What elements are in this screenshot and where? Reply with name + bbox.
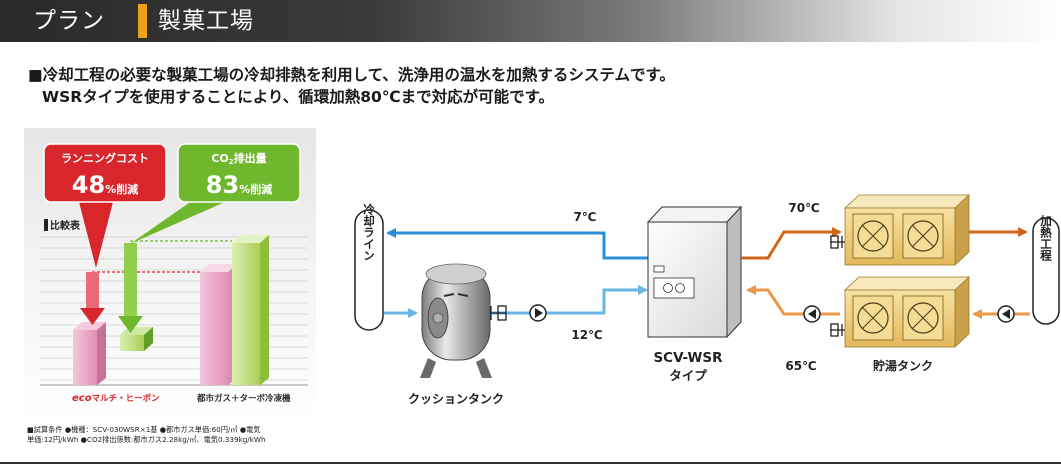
unit-name: SCV-WSR — [653, 350, 723, 366]
heating-process-label: 加熱工程 — [1039, 214, 1053, 262]
co2-down-arrow — [118, 243, 143, 333]
conditions-line-2: 単価:12円/kWh ●CO2排出係数:都市ガス2.28kg/㎥、電気0.339… — [27, 435, 266, 444]
cushion-tank — [420, 263, 492, 378]
header-tag: プラン — [33, 8, 105, 34]
cost-down-arrow — [80, 272, 105, 325]
valve-icon-bottom — [830, 323, 845, 337]
cooling-line-node: 冷却ライン — [354, 202, 384, 331]
bar-eco-co2 — [120, 327, 153, 351]
chart-title: 比較表 — [50, 219, 81, 232]
scv-wsr-unit — [646, 205, 743, 339]
valve-icon-top — [830, 235, 845, 249]
storage-tank-top — [843, 194, 971, 266]
pump-icon-hot — [803, 305, 821, 323]
legend-eco-label: ecoマルチ・ヒーポン — [72, 393, 160, 404]
pump-icon — [529, 304, 547, 322]
header-band: プラン 製菓工場 — [0, 0, 1061, 42]
description-line-2: WSRタイプを使用することにより、循環加熱80℃まで対応が可能です。 — [42, 88, 555, 106]
co2-callout: CO2排出量 83%削減 — [130, 143, 301, 244]
pipe-hot-out-70c — [741, 230, 804, 260]
storage-tank-label: 貯湯タンク — [873, 358, 933, 373]
pipe-return-65c — [746, 285, 840, 316]
temp-65c: 65℃ — [785, 359, 816, 373]
header-accent-bar — [138, 4, 147, 38]
storage-tank-bottom — [843, 276, 971, 348]
description: ■冷却工程の必要な製菓工場の冷却排熱を利用して、洗浄用の温水を加熱するシステムで… — [28, 64, 675, 108]
page-title: 製菓工場 — [158, 8, 254, 34]
co2-label: CO2排出量 — [211, 151, 266, 166]
pipe-tank-to-unit-12c — [492, 285, 648, 315]
conditions-line-1: ■試算条件 ●機種：SCV-030WSR×1基 ●都市ガス単価:60円/㎥ ●電… — [27, 425, 261, 434]
pipe-supply-7c — [386, 228, 652, 260]
heating-process-node: 加熱工程 — [1032, 214, 1060, 325]
pump-icon-return — [997, 305, 1015, 323]
calculation-conditions: ■試算条件 ●機種：SCV-030WSR×1基 ●都市ガス単価:60円/㎥ ●電… — [27, 425, 327, 445]
bar-gas-cost — [200, 264, 237, 385]
running-cost-reduction: 48%削減 — [72, 171, 138, 199]
valve-icon — [490, 305, 507, 321]
temp-7c: 7℃ — [574, 210, 597, 224]
system-diagram: 冷却ライン 加熱工程 7℃ 12℃ — [354, 194, 1060, 406]
bottom-rule — [0, 462, 1061, 464]
temp-70c: 70℃ — [788, 201, 819, 215]
cushion-tank-label: クッションタンク — [408, 392, 504, 406]
chart-title-marker — [44, 219, 48, 231]
unit-type: タイプ — [669, 368, 707, 383]
comparison-chart: 比較表 — [40, 143, 308, 404]
running-cost-label: ランニングコスト — [61, 151, 149, 165]
bar-gas-co2 — [232, 235, 269, 385]
co2-reduction: 83%削減 — [206, 171, 272, 199]
legend-gas-label: 都市ガス＋ターボ冷凍機 — [196, 393, 291, 404]
cooling-line-label: 冷却ライン — [362, 202, 376, 260]
running-cost-callout: ランニングコスト 48%削減 — [43, 143, 167, 268]
bar-eco-cost — [73, 322, 106, 385]
temp-12c: 12℃ — [571, 328, 602, 342]
description-line-1: ■冷却工程の必要な製菓工場の冷却排熱を利用して、洗浄用の温水を加熱するシステムで… — [28, 66, 675, 84]
